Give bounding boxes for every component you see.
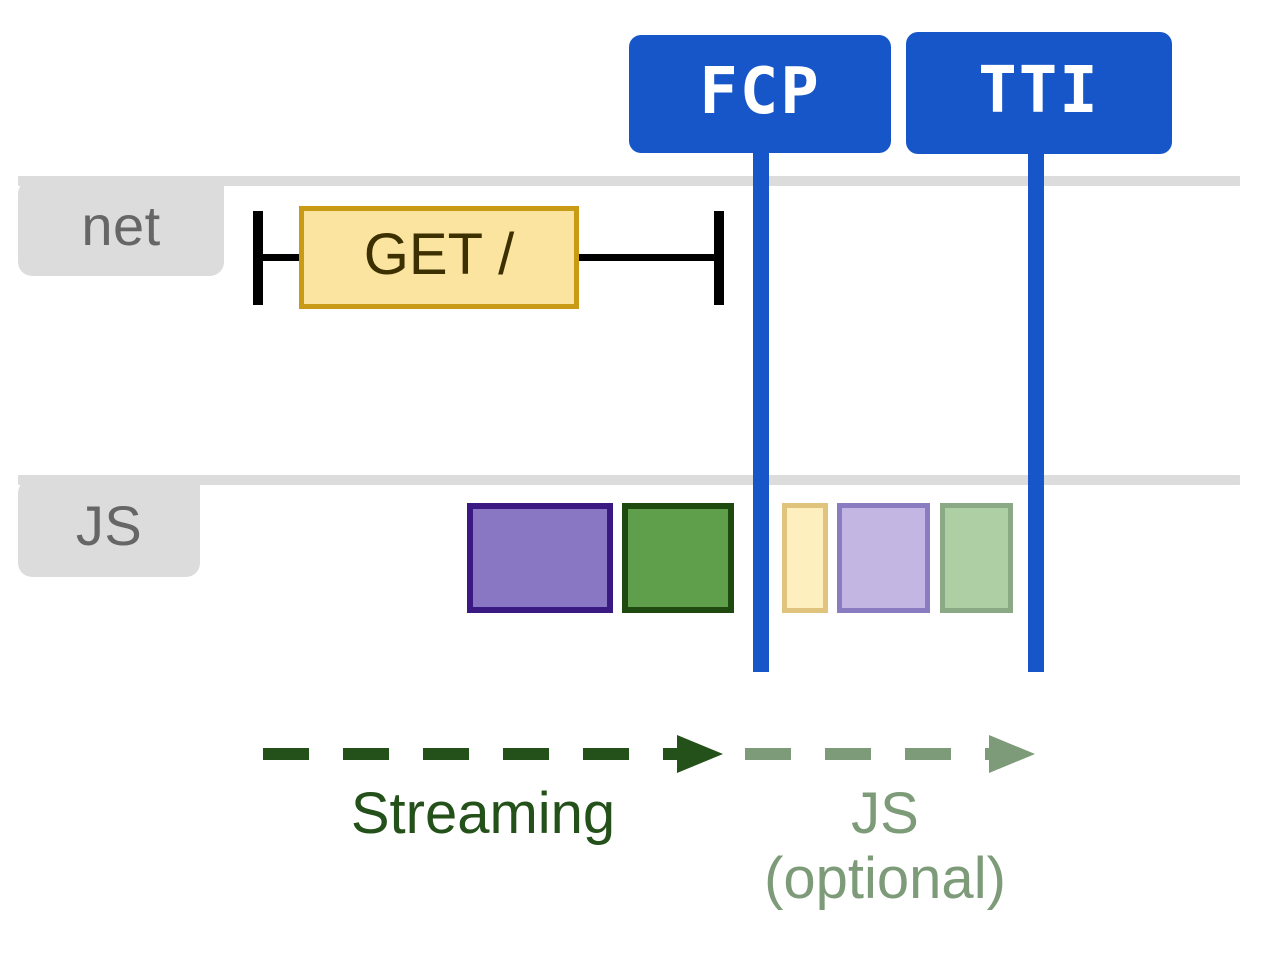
streaming-arrow-head-icon (677, 735, 723, 773)
js-task-block (622, 503, 734, 613)
fcp-marker-flag: FCP (629, 35, 891, 153)
network-request-box: GET / (299, 206, 579, 309)
js-optional-caption-line1: JS (851, 781, 919, 846)
tti-marker-flag: TTI (906, 32, 1172, 154)
lane-rule-net (18, 176, 1240, 186)
lane-rule-js (18, 475, 1240, 485)
js-task-block (467, 503, 613, 613)
js-optional-caption: JS (optional) (735, 781, 1035, 912)
streaming-caption: Streaming (350, 781, 616, 846)
js-task-block (940, 503, 1013, 613)
tti-marker-line (1028, 140, 1044, 672)
js-optional-arrow-dashes (745, 748, 991, 760)
lane-label-net: net (18, 180, 224, 276)
lane-label-js: JS (18, 479, 200, 577)
streaming-flow-arrow (263, 735, 723, 773)
js-optional-caption-line2: (optional) (764, 845, 1006, 911)
js-optional-arrow-head-icon (989, 735, 1035, 773)
js-task-block (782, 503, 828, 613)
fcp-marker-line (753, 140, 769, 672)
js-optional-flow-arrow (745, 735, 1035, 773)
js-task-block (837, 503, 930, 613)
streaming-arrow-dashes (263, 748, 679, 760)
